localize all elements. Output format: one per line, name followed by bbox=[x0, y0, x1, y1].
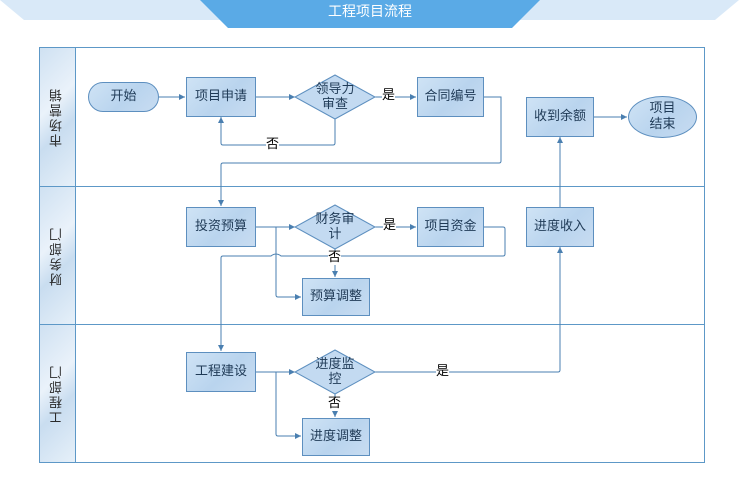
edge-label-audit-yes: 是 bbox=[383, 218, 397, 233]
node-budget-adjust[interactable]: 预算调整 bbox=[302, 278, 370, 316]
lane-header-finance: 财务部门 bbox=[40, 187, 76, 324]
swimlane-frame bbox=[39, 47, 705, 463]
edge-budget-adjust bbox=[275, 227, 301, 300]
node-project-apply[interactable]: 项目申请 bbox=[186, 77, 256, 117]
page-title: 工程项目流程 bbox=[328, 4, 412, 20]
lane-header-engineering: 工程部门 bbox=[40, 325, 76, 462]
node-start[interactable]: 开始 bbox=[88, 82, 159, 112]
edge-label-monitor-yes: 是 bbox=[436, 364, 450, 379]
banner-shape bbox=[0, 0, 739, 28]
edge-label-audit-no: 否 bbox=[328, 250, 342, 265]
node-contract-number[interactable]: 合同编号 bbox=[417, 77, 484, 117]
edge-label-leader-no: 否 bbox=[266, 137, 280, 152]
node-receive-balance[interactable]: 收到余额 bbox=[526, 97, 594, 137]
node-project-fund[interactable]: 项目资金 bbox=[417, 207, 484, 247]
edge-contract-budget bbox=[218, 96, 502, 206]
edge-monitor-income bbox=[375, 247, 563, 373]
node-progress-adjust[interactable]: 进度调整 bbox=[302, 418, 370, 456]
edge-fund-build bbox=[218, 226, 506, 351]
header-banner: 工程项目流程 bbox=[0, 0, 739, 34]
node-finance-audit-label[interactable]: 财务审 计 bbox=[315, 212, 355, 242]
lane-header-marketing: 市场营销 bbox=[40, 48, 76, 186]
lane-divider bbox=[39, 186, 705, 187]
node-progress-income[interactable]: 进度收入 bbox=[526, 207, 594, 247]
node-invest-budget[interactable]: 投资预算 bbox=[186, 207, 256, 247]
diamond-progress-monitor bbox=[293, 349, 377, 395]
edge-label-leader-yes: 是 bbox=[382, 88, 396, 103]
node-progress-monitor-label[interactable]: 进度监 控 bbox=[315, 357, 355, 387]
lane-divider bbox=[39, 324, 705, 325]
diamond-leader-review bbox=[293, 74, 377, 120]
node-project-end[interactable]: 项目 结束 bbox=[628, 96, 697, 138]
node-engineering-build[interactable]: 工程建设 bbox=[186, 352, 256, 392]
edge-build-adjust bbox=[275, 372, 301, 439]
edge-label-monitor-no: 否 bbox=[328, 396, 342, 411]
diamond-finance-audit bbox=[293, 204, 377, 250]
node-leader-review-label[interactable]: 领导力 审查 bbox=[315, 82, 355, 112]
